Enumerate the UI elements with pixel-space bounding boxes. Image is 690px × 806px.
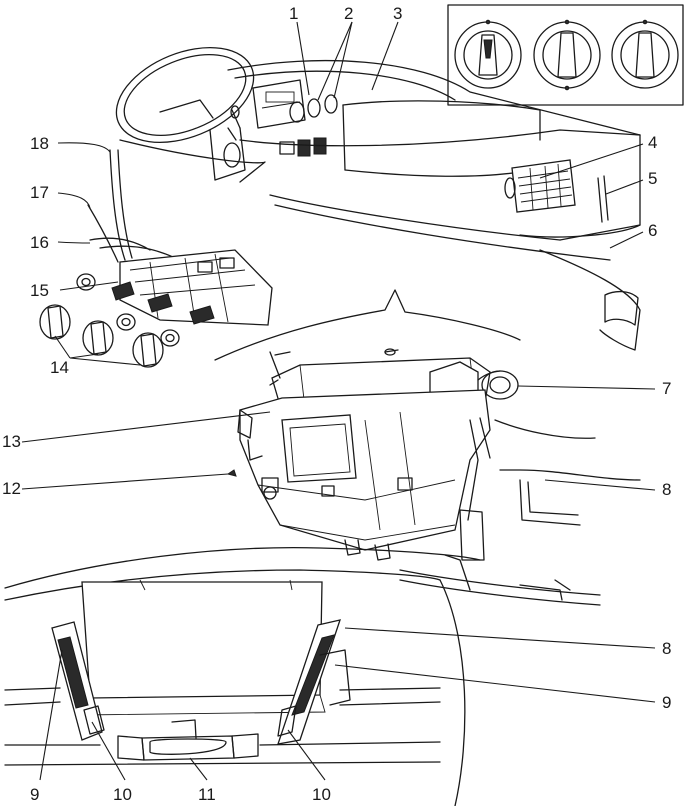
callout-13: 13: [2, 432, 21, 451]
callout-16: 16: [30, 233, 49, 252]
bottom-detail-view: [4, 547, 481, 806]
inset-knob-left: [454, 19, 522, 89]
knob-3: [132, 332, 164, 368]
instrument-cluster: [252, 79, 306, 129]
control-knobs-inset: [447, 4, 684, 106]
callout-10-left: 10: [113, 785, 132, 804]
callout-1: 1: [289, 4, 298, 23]
callout-17: 17: [30, 183, 49, 202]
knob-2: [82, 320, 114, 356]
callout-14: 14: [50, 358, 69, 377]
callout-9-right: 9: [662, 693, 671, 712]
callout-5: 5: [648, 169, 657, 188]
callout-9-left: 9: [30, 785, 39, 804]
leader-lines: [21, 21, 656, 781]
callout-4: 4: [648, 133, 657, 152]
floor-bracket-area: [399, 419, 641, 606]
inset-knob-right: [611, 19, 679, 89]
callout-2: 2: [344, 4, 353, 23]
callout-10-right: 10: [312, 785, 331, 804]
steering-wheel: [115, 46, 255, 144]
inset-knob-middle: [533, 19, 601, 91]
heater-unit: [214, 289, 521, 561]
knob-1: [39, 304, 71, 340]
callout-7: 7: [662, 379, 671, 398]
right-air-vent: [504, 159, 576, 213]
callout-numbers: 1 2 3 4 5 6 7 8 8 9 9 10 10 11 12 13 14 …: [2, 4, 671, 804]
control-panel-assembly: [39, 149, 273, 368]
callout-11: 11: [198, 785, 216, 804]
callout-18: 18: [30, 134, 49, 153]
callout-15: 15: [30, 281, 49, 300]
callout-8-bottom: 8: [662, 639, 671, 658]
callout-3: 3: [393, 4, 402, 23]
callout-12: 12: [2, 479, 21, 498]
callout-8-top: 8: [662, 480, 671, 499]
callout-6: 6: [648, 221, 657, 240]
dashboard-view: [115, 46, 641, 351]
